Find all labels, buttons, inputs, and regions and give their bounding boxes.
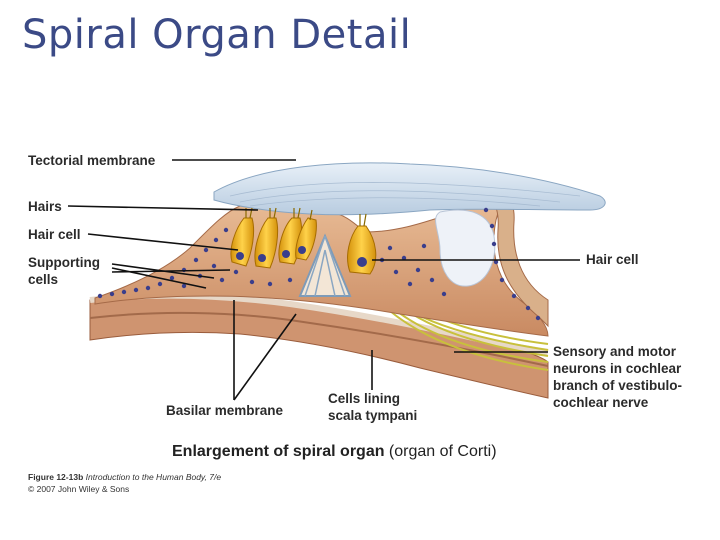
tectorial-lobe — [435, 209, 496, 287]
label-sensory-line4: cochlear nerve — [553, 395, 649, 410]
label-hairs: Hairs — [28, 199, 62, 214]
caption-normal: (organ of Corti) — [384, 443, 496, 460]
credit-figure: Figure 12-13b — [28, 472, 83, 482]
label-hair-cell-left: Hair cell — [28, 227, 81, 242]
label-tectorial-membrane: Tectorial membrane — [28, 153, 156, 168]
label-sensory-line3: branch of vestibulo- — [553, 378, 682, 393]
label-basilar-membrane: Basilar membrane — [166, 403, 284, 418]
outer-hair-cell — [347, 225, 377, 275]
inner-hair-cells — [230, 217, 317, 269]
label-leader-lines — [67, 159, 580, 401]
tunnel-of-corti — [298, 233, 352, 297]
label-cells-lining-line2: scala tympani — [328, 408, 417, 423]
caption-bold: Enlargement of spiral organ — [172, 443, 384, 460]
label-supporting-cells-line1: Supporting — [28, 255, 100, 270]
tectorial-membrane — [213, 162, 606, 216]
credit-copyright: © 2007 John Wiley & Sons — [28, 484, 129, 494]
label-cells-lining-line1: Cells lining — [328, 391, 400, 406]
stereocilia-hairs — [245, 207, 367, 227]
label-sensory-line1: Sensory and motor — [553, 344, 677, 359]
figure-caption: Enlargement of spiral organ (organ of Co… — [172, 443, 497, 460]
supporting-cell-nuclei — [97, 207, 541, 321]
credit-text: Introduction to the Human Body, 7/e — [83, 472, 221, 482]
label-supporting-cells-line2: cells — [28, 272, 58, 287]
label-sensory-line2: neurons in cochlear — [553, 361, 682, 376]
figure-credit: Figure 12-13b Introduction to the Human … — [28, 472, 221, 482]
label-hair-cell-right: Hair cell — [586, 252, 639, 267]
slide-title: Spiral Organ Detail — [22, 12, 412, 58]
